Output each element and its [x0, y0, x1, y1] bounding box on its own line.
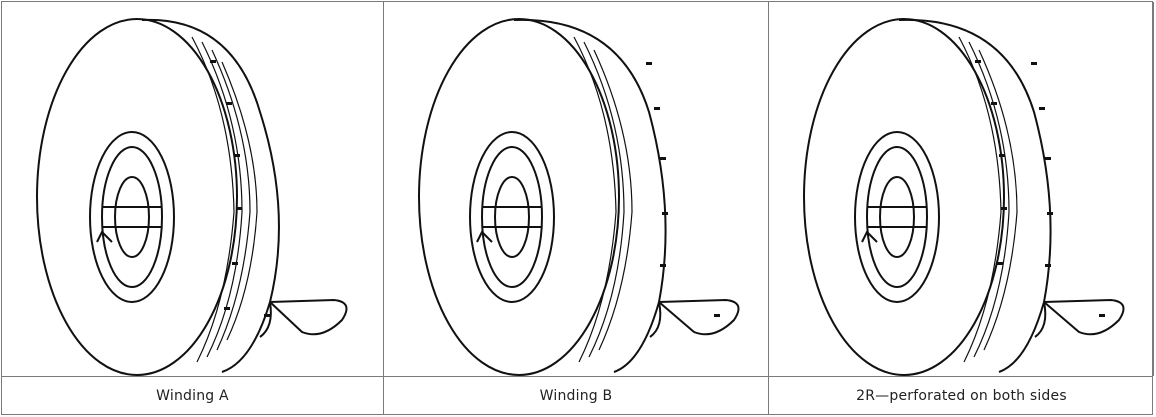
- film-roll-illustration-2r: [803, 18, 1125, 376]
- film-roll-illustration-b: [418, 18, 740, 376]
- panel-2r: [769, 2, 1154, 376]
- caption-winding-b: Winding B: [384, 377, 769, 415]
- film-roll-illustration-a: [36, 18, 348, 376]
- caption-row: Winding A Winding B 2R—perforated on bot…: [2, 376, 1152, 415]
- panel-winding-b: [384, 2, 769, 376]
- caption-winding-a: Winding A: [2, 377, 384, 415]
- panel-winding-a: [2, 2, 384, 376]
- caption-2r: 2R—perforated on both sides: [856, 388, 1067, 404]
- roll-outer-band: [513, 18, 667, 373]
- roll-outer-band: [898, 18, 1052, 373]
- roll-outer-band: [141, 18, 280, 373]
